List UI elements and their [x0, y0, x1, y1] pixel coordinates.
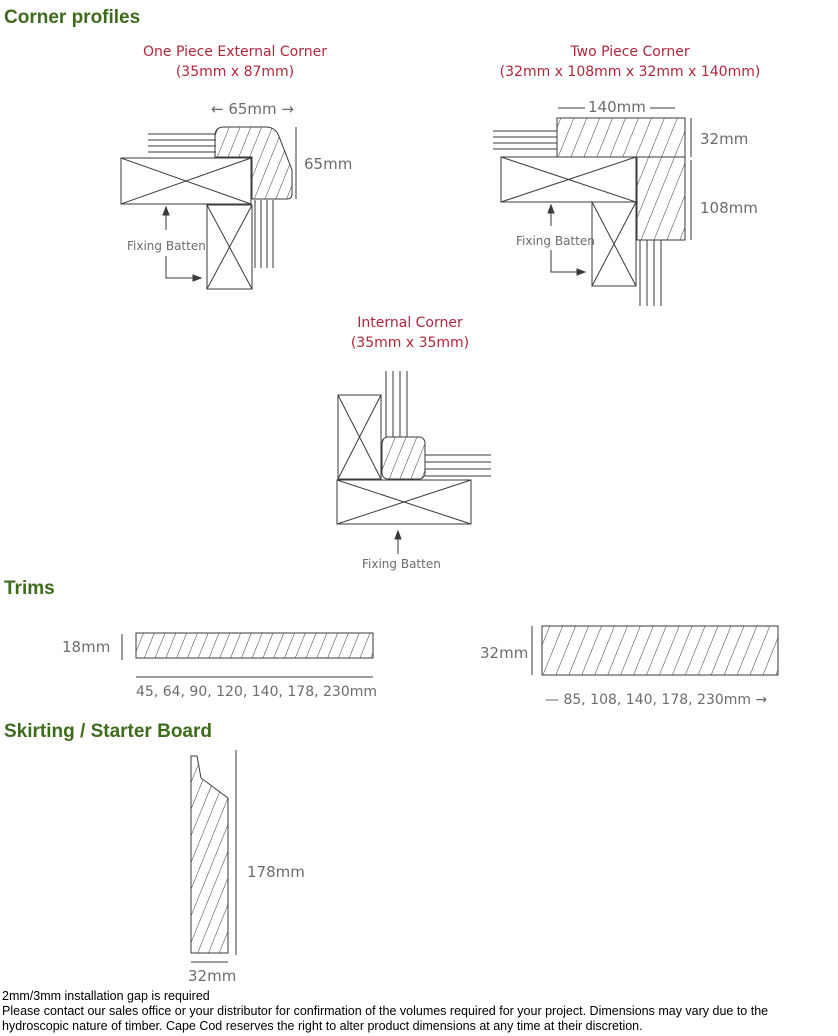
- two-piece-title-name: Two Piece Corner: [570, 44, 690, 60]
- internal-title-name: Internal Corner: [357, 315, 463, 331]
- two-piece-thickness-label: 32mm: [700, 130, 749, 148]
- internal-cladding-boards: [385, 371, 491, 477]
- one-piece-title: One Piece External Corner (35mm x 87mm): [110, 42, 360, 82]
- trim-large-widths-label: — 85, 108, 140, 178, 230mm →: [545, 692, 768, 708]
- heading-skirting: Skirting / Starter Board: [4, 721, 212, 742]
- one-piece-title-size: (35mm x 87mm): [175, 64, 295, 80]
- two-piece-height-label: 108mm: [700, 199, 758, 217]
- internal-corner-profile: [381, 436, 426, 480]
- two-piece-cladding-boards: [493, 130, 662, 306]
- one-piece-corner-drawing: [120, 126, 297, 290]
- heading-trims: Trims: [4, 578, 55, 599]
- one-piece-title-name: One Piece External Corner: [143, 44, 327, 60]
- two-piece-corner-drawing: [493, 107, 692, 306]
- trim-small-drawing: [121, 632, 374, 678]
- internal-batten-label: Fixing Batten: [362, 557, 441, 571]
- footer-notes: 2mm/3mm installation gap is required Ple…: [2, 989, 838, 1034]
- internal-title: Internal Corner (35mm x 35mm): [310, 313, 510, 353]
- installation-gap-note: 2mm/3mm installation gap is required: [2, 989, 210, 1003]
- one-piece-width-label: ← 65mm →: [211, 100, 294, 118]
- skirting-height-label: 178mm: [247, 863, 305, 881]
- internal-batten-horizontal: [336, 479, 472, 525]
- two-piece-top-board: [556, 117, 686, 158]
- trim-small-thickness-label: 18mm: [62, 638, 111, 656]
- trim-small-widths-label: 45, 64, 90, 120, 140, 178, 230mm: [136, 684, 378, 700]
- two-piece-title-size: (32mm x 108mm x 32mm x 140mm): [499, 64, 761, 80]
- one-piece-corner-profile: [214, 126, 293, 200]
- trim-large-thickness-label: 32mm: [480, 644, 529, 662]
- two-piece-width-label: 140mm: [588, 98, 646, 116]
- one-piece-batten-vertical: [206, 204, 253, 290]
- skirting-thickness-label: 32mm: [188, 967, 237, 985]
- one-piece-batten-label: Fixing Batten: [127, 239, 206, 253]
- one-piece-height-label: 65mm: [304, 155, 353, 173]
- internal-title-size: (35mm x 35mm): [350, 335, 470, 351]
- internal-corner-drawing: [336, 371, 491, 554]
- two-piece-side-board: [636, 156, 686, 241]
- internal-batten-vertical: [337, 394, 382, 480]
- one-piece-batten-horizontal: [120, 157, 252, 205]
- disclaimer-note: Please contact our sales office or your …: [2, 1004, 769, 1033]
- two-piece-batten-horizontal: [500, 156, 637, 203]
- skirting-profile: [190, 755, 229, 954]
- two-piece-title: Two Piece Corner (32mm x 108mm x 32mm x …: [470, 42, 790, 82]
- heading-corner-profiles: Corner profiles: [4, 7, 141, 28]
- one-piece-cladding-boards: [148, 133, 274, 268]
- two-piece-batten-label: Fixing Batten: [516, 234, 595, 248]
- skirting-drawing: [190, 750, 237, 963]
- two-piece-batten-vertical: [591, 201, 637, 287]
- trim-large-drawing: [531, 625, 779, 676]
